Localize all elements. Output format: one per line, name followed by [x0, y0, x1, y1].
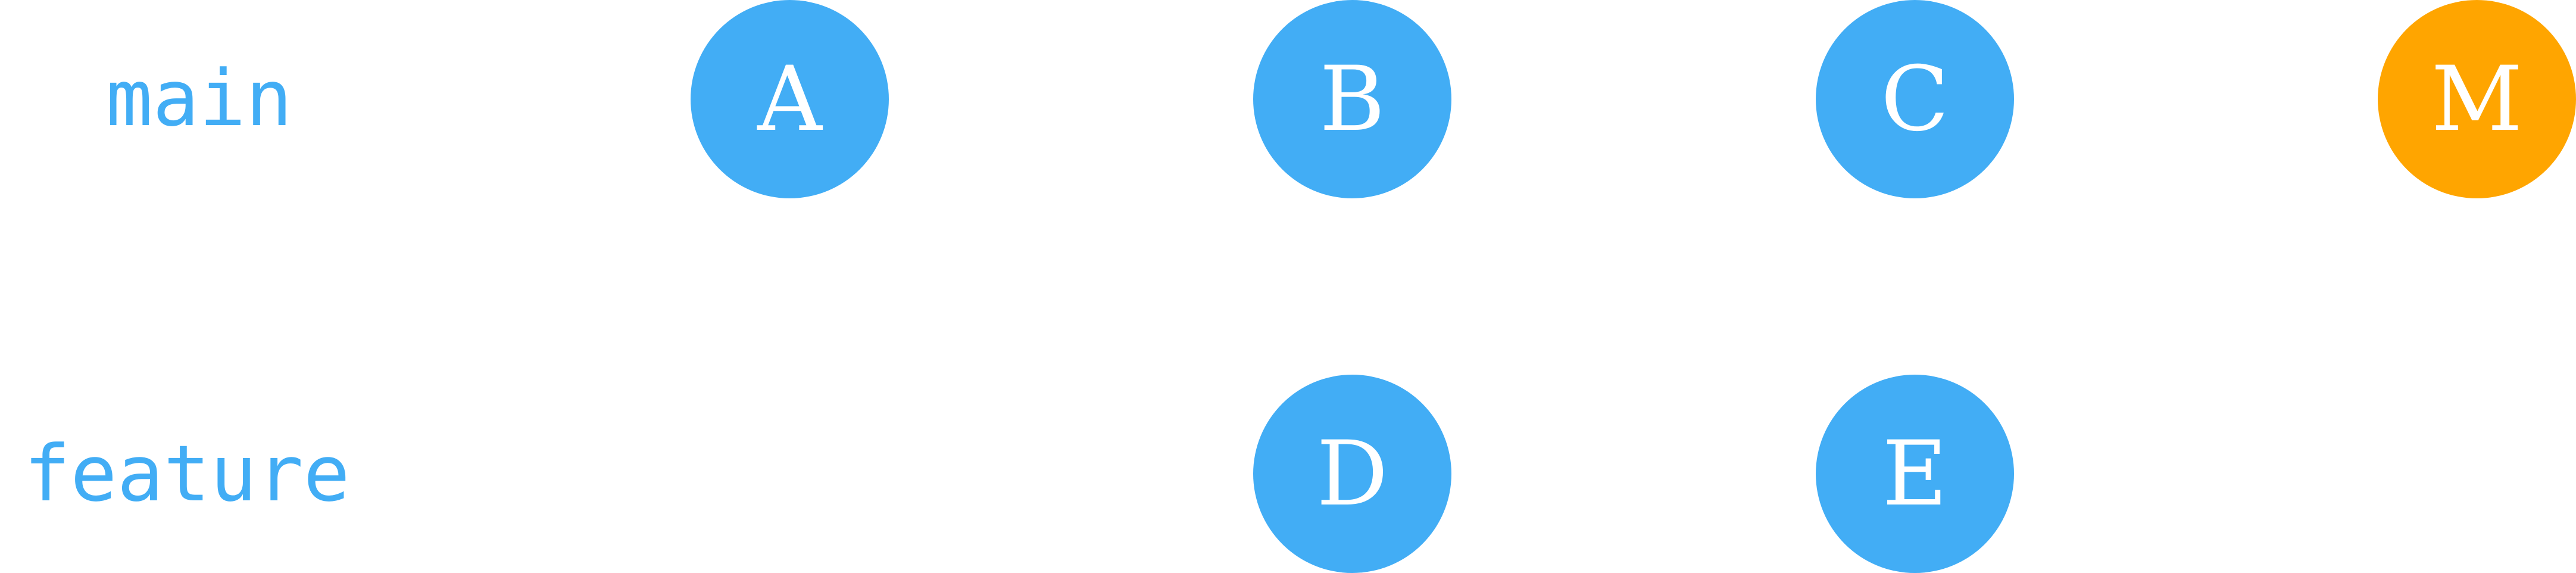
commit-label-b: B: [1319, 47, 1385, 151]
commit-label-e: E: [1882, 422, 1948, 526]
commit-node-d: D: [1253, 375, 1451, 573]
commit-node-e: E: [1816, 375, 2014, 573]
branch-label-main: main: [106, 53, 293, 144]
commit-node-b: B: [1253, 0, 1451, 198]
commit-label-d: D: [1316, 422, 1388, 526]
commit-node-c: C: [1816, 0, 2014, 198]
merge-commit-node-m: M: [2378, 0, 2576, 198]
branch-label-feature: feature: [24, 428, 350, 519]
commit-label-a: A: [757, 47, 822, 151]
commit-label-c: C: [1881, 47, 1949, 151]
commit-node-a: A: [691, 0, 889, 198]
commit-label-m: M: [2431, 47, 2523, 151]
